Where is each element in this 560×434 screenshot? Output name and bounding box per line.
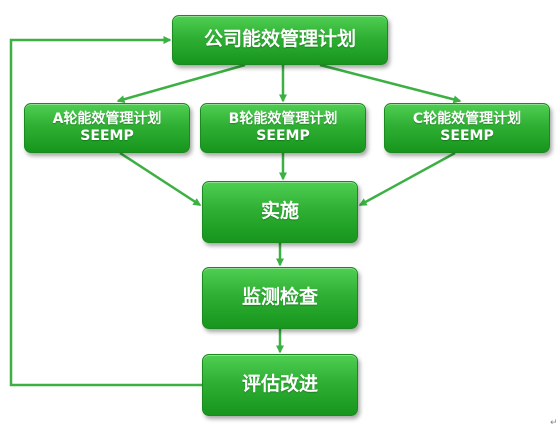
- edge-company-to-ship-a: [116, 63, 246, 104]
- node-ship-c-sublabel: SEEMP: [440, 128, 494, 144]
- node-company-energy-plan: 公司能效管理计划: [172, 15, 388, 65]
- node-monitor-label: 监测检查: [241, 286, 318, 309]
- node-implement-label: 实施: [260, 200, 299, 223]
- node-monitor-inspect: 监测检查: [202, 267, 358, 329]
- edge-ship-c-to-implement: [358, 151, 456, 207]
- node-ship-a-seemp: A轮能效管理计划 SEEMP: [24, 103, 190, 153]
- paragraph-mark: ↵: [550, 418, 558, 428]
- node-ship-a-label: A轮能效管理计划: [52, 110, 162, 127]
- node-ship-b-seemp: B轮能效管理计划 SEEMP: [200, 103, 366, 153]
- node-implement: 实施: [202, 181, 358, 243]
- node-evaluate-improve: 评估改进: [202, 354, 358, 416]
- node-ship-a-sublabel: SEEMP: [80, 128, 134, 144]
- edge-company-to-ship-c: [319, 63, 462, 104]
- edge-evaluate-to-company: [9, 36, 202, 387]
- node-evaluate-label: 评估改进: [241, 373, 318, 396]
- node-ship-c-seemp: C轮能效管理计划 SEEMP: [384, 103, 550, 153]
- edge-ship-a-to-implement: [119, 151, 202, 207]
- node-ship-b-label: B轮能效管理计划: [228, 110, 338, 127]
- node-company-label: 公司能效管理计划: [203, 28, 356, 51]
- node-ship-c-label: C轮能效管理计划: [412, 110, 522, 127]
- node-ship-b-sublabel: SEEMP: [256, 128, 310, 144]
